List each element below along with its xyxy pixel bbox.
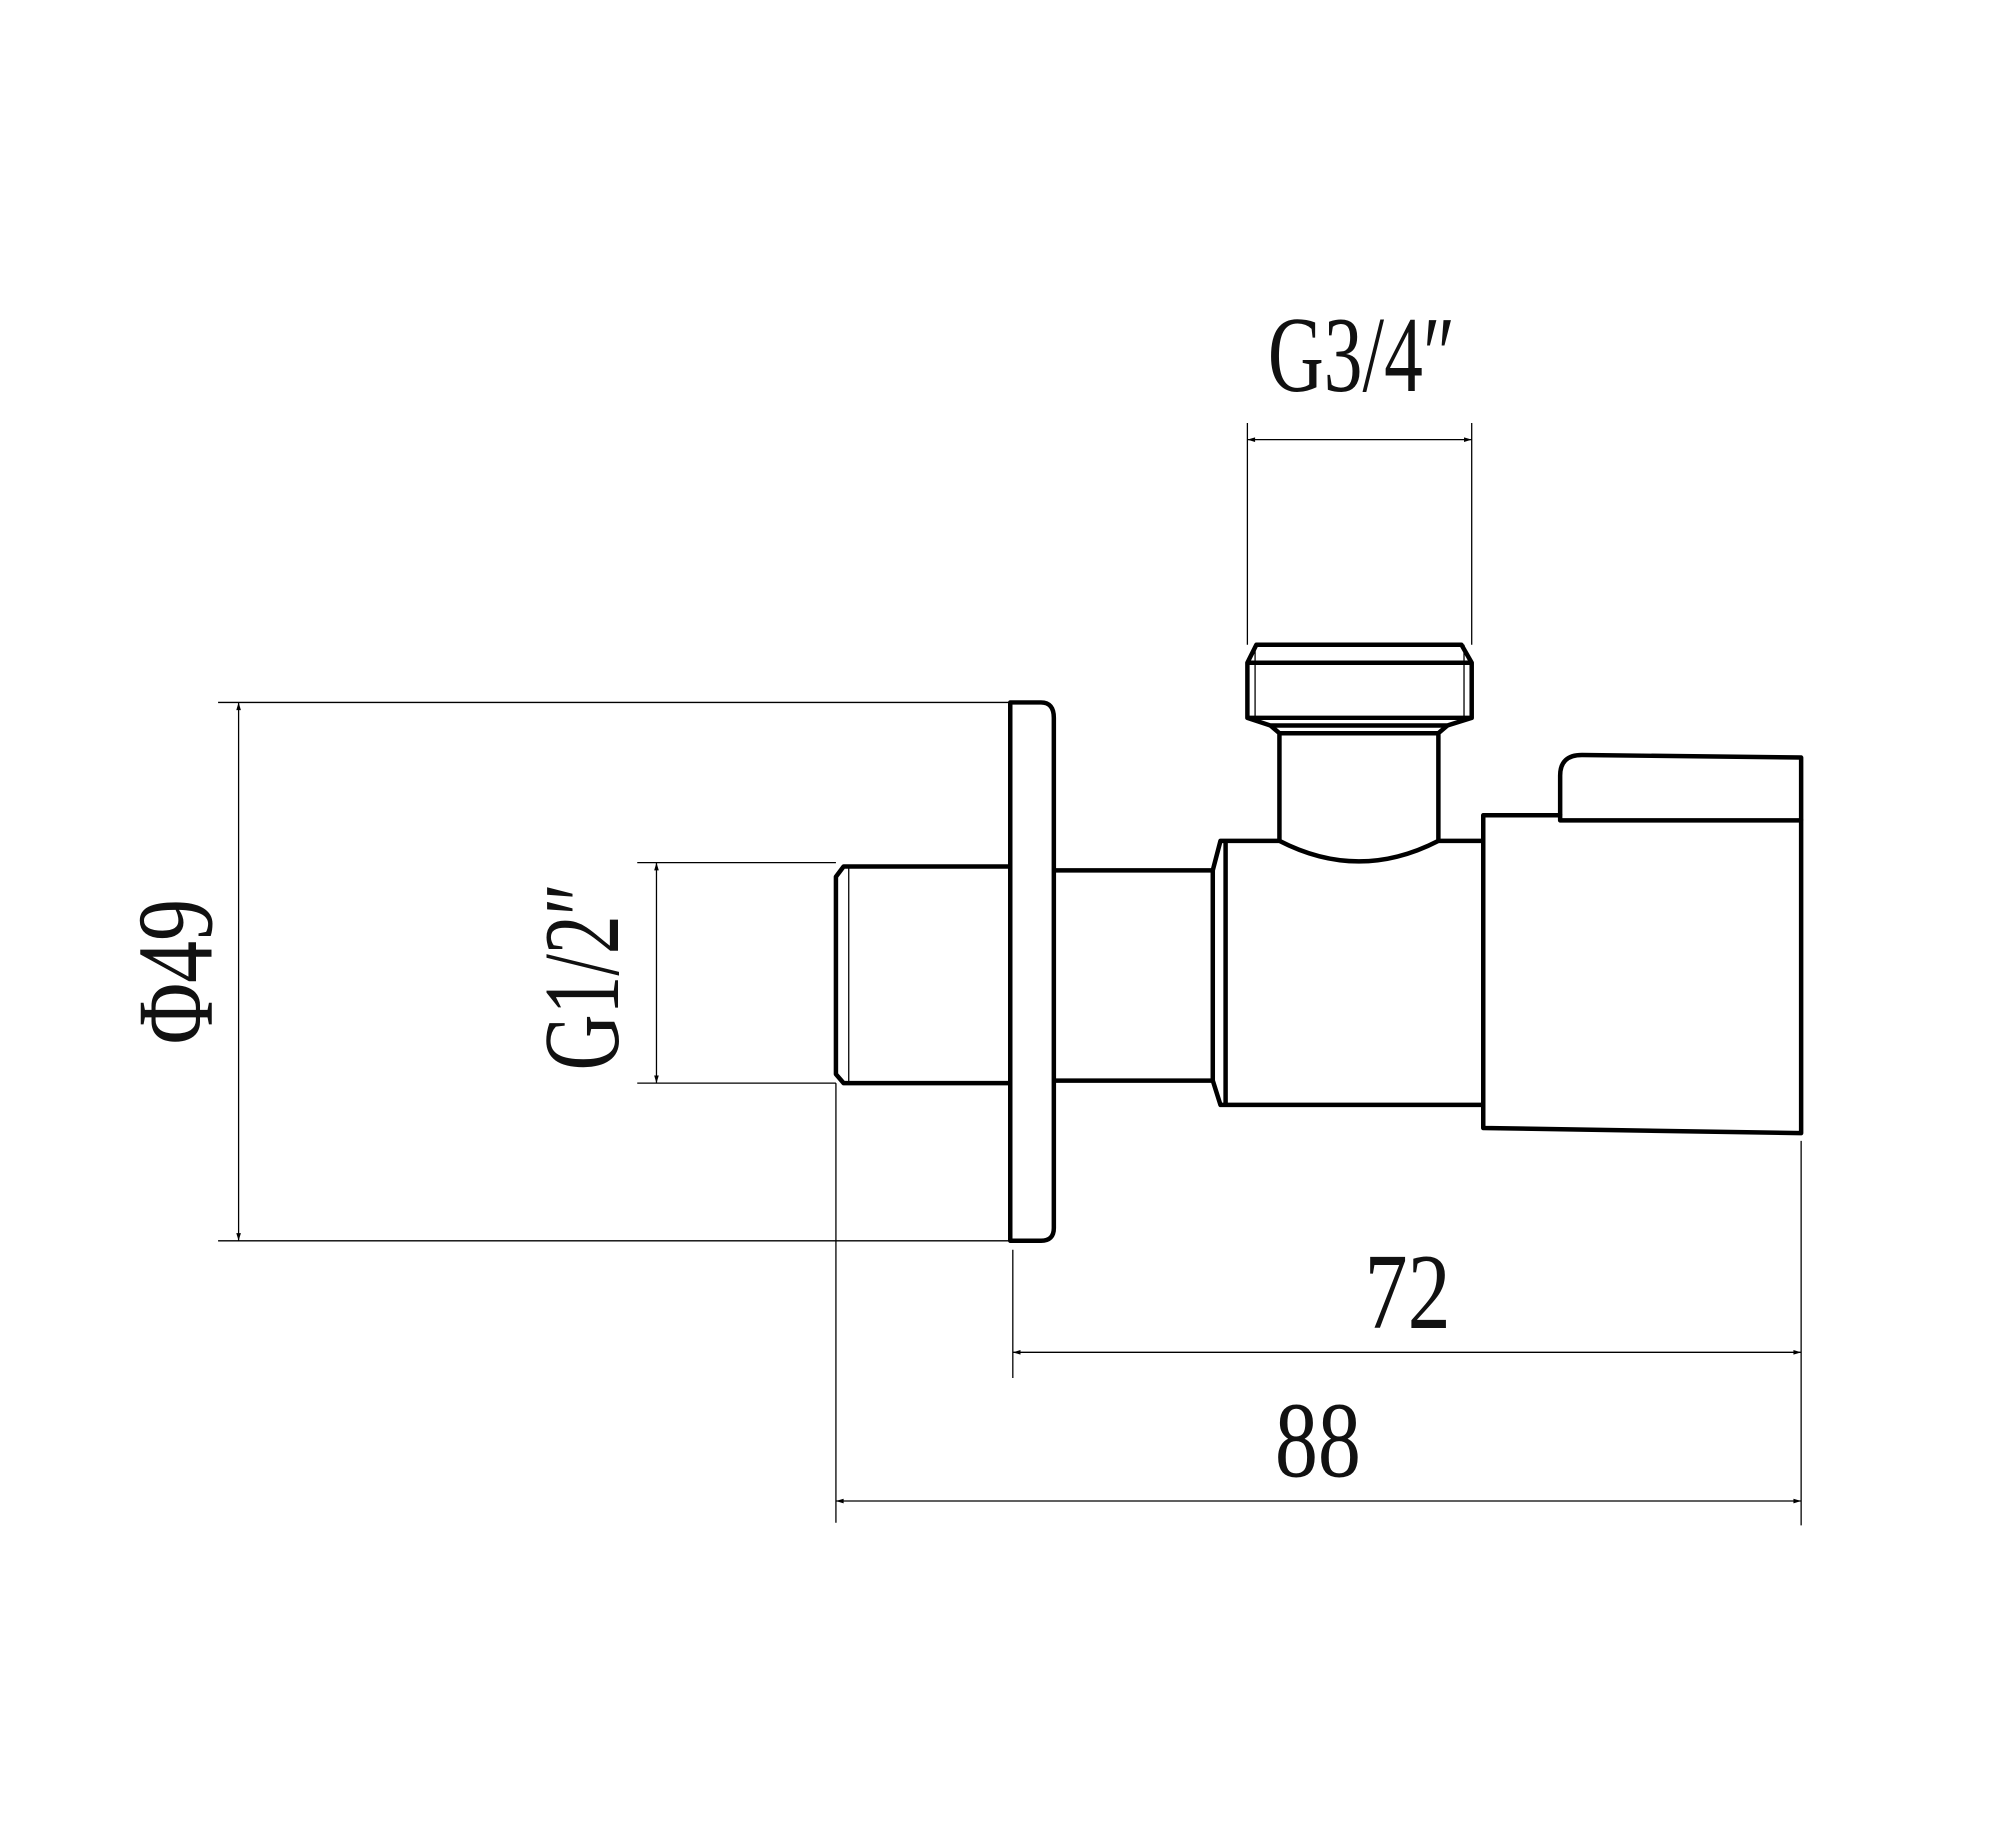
outlet-nut: [1245, 642, 1474, 728]
outlet-neck: [1269, 723, 1449, 841]
length-88-label: 88: [1275, 1382, 1361, 1501]
inlet-thread-label: G1/2″: [523, 883, 642, 1070]
outlet-thread-label: G3/4″: [1268, 296, 1455, 415]
valve-outline: [833, 642, 1804, 1244]
wall-flange: [1008, 700, 1057, 1244]
handle-cap: [1557, 752, 1804, 821]
dimension-lines: [218, 423, 1802, 1526]
valve-body: [1210, 838, 1484, 1108]
inlet-thread-stub: [833, 864, 1011, 1086]
flange-diameter-label: Φ49: [116, 899, 235, 1044]
length-72-label: 72: [1365, 1233, 1451, 1352]
handle-block: [1481, 812, 1804, 1136]
dimension-labels: G3/4″ Φ49 G1/2″ 72 88: [116, 296, 1455, 1501]
connecting-pipe: [1053, 868, 1213, 1083]
